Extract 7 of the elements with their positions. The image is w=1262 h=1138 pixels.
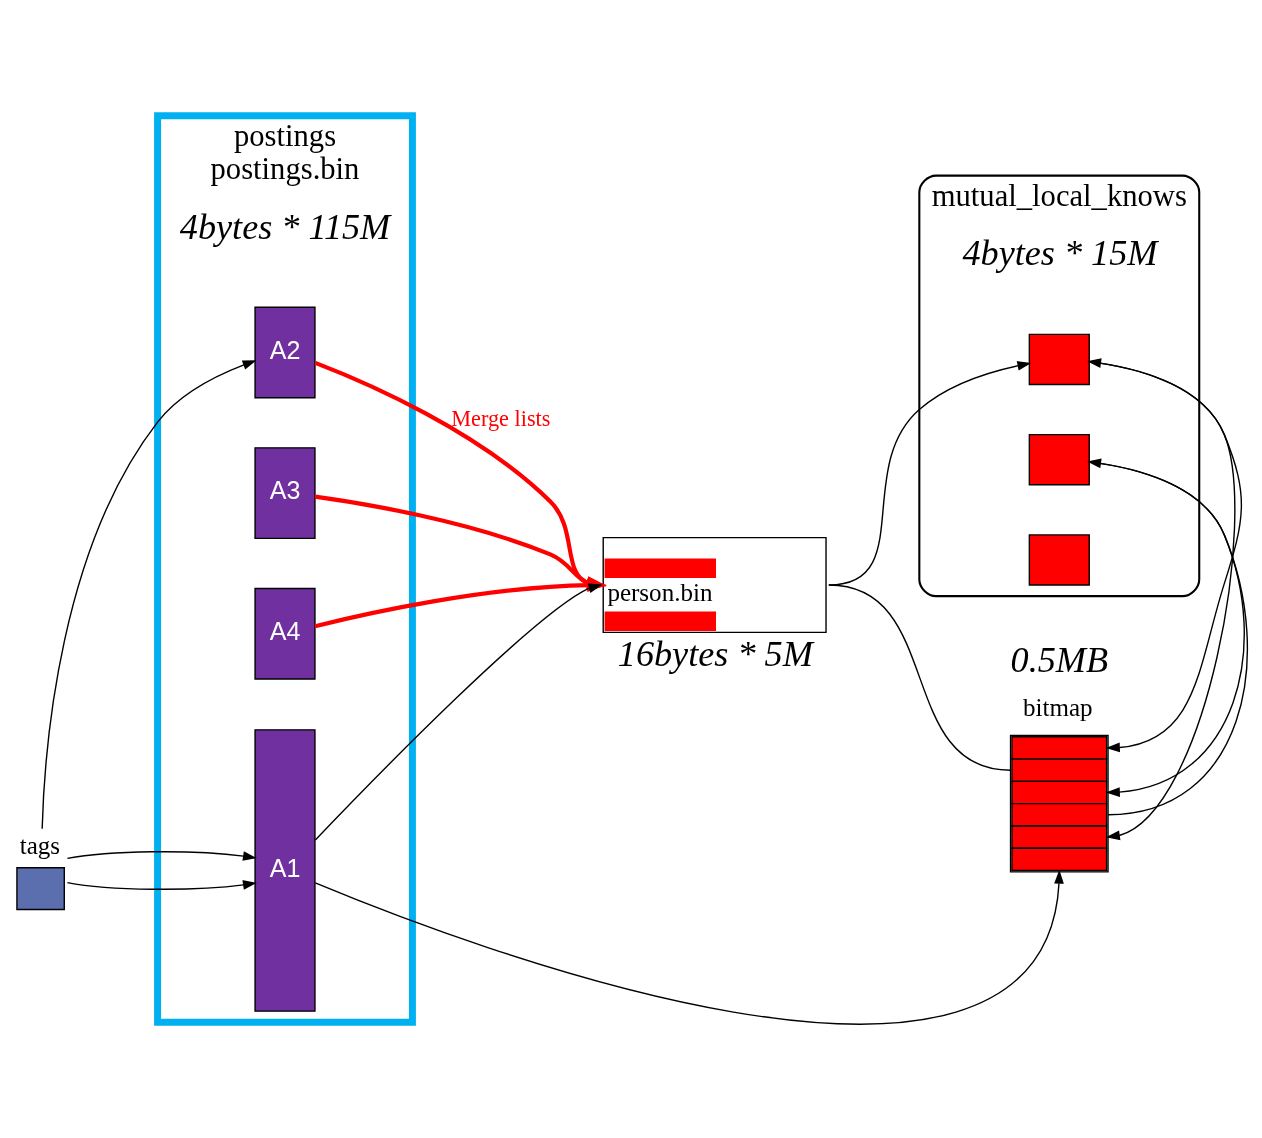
node-label: tags: [19, 832, 61, 860]
node-label: 16bytes * 5M: [617, 633, 813, 674]
node-label: bitmap: [1023, 694, 1093, 722]
edge-label: Merge lists: [451, 405, 551, 431]
node-label: 4bytes * 15M: [962, 233, 1158, 274]
node-label: 4bytes * 115M: [179, 206, 391, 247]
node-label: 0.5MB: [1010, 640, 1109, 681]
